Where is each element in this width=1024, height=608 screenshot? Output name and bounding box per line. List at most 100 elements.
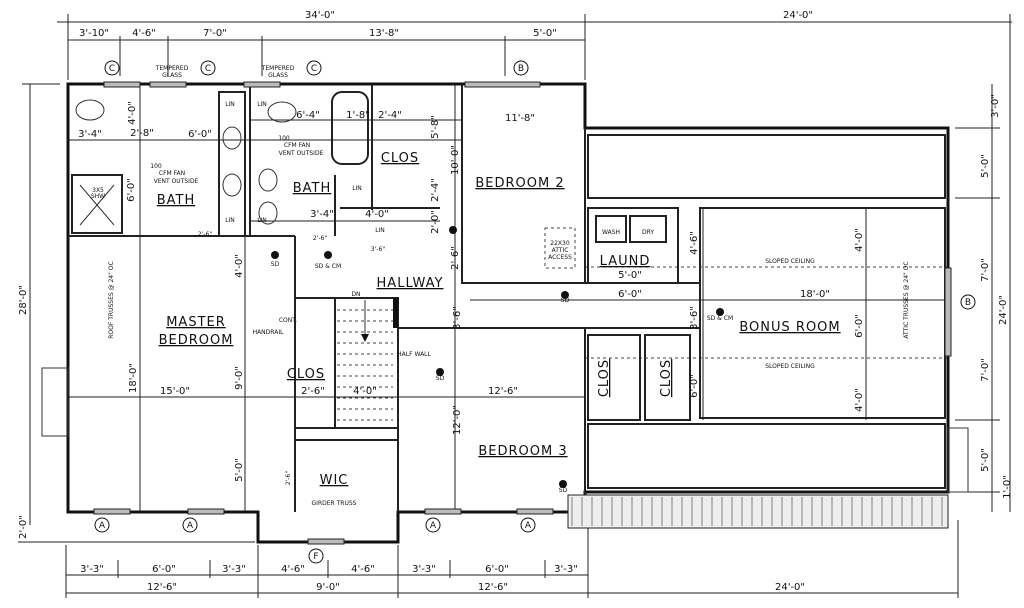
dimension-lines bbox=[18, 14, 1012, 598]
note-label: GLASS bbox=[268, 72, 288, 79]
room-label: HALLWAY bbox=[377, 276, 444, 291]
note-label: SD & CM bbox=[707, 315, 733, 322]
room-label: LAUND bbox=[600, 254, 651, 269]
dimension-label: 3'-6" bbox=[371, 246, 385, 253]
smoke-detector-icon bbox=[436, 368, 444, 376]
dimension-label: 7'-0" bbox=[980, 258, 991, 282]
room-label: BATH bbox=[157, 193, 196, 208]
room-label: CLOS bbox=[381, 151, 419, 166]
note-label: GLASS bbox=[162, 72, 182, 79]
dimension-label: 9'-0" bbox=[234, 366, 245, 390]
dimension-label: 4'-0" bbox=[234, 254, 245, 278]
smoke-detector-icon bbox=[716, 308, 724, 316]
room-label: BATH bbox=[293, 181, 332, 196]
dimension-label: 6'-0" bbox=[485, 564, 509, 575]
dimension-label: 12'-6" bbox=[147, 582, 177, 593]
note-label: DRY bbox=[642, 229, 654, 236]
dimension-label: 2'-0" bbox=[18, 515, 29, 539]
dimension-label: 12'-0" bbox=[452, 405, 463, 435]
smoke-detector-icon bbox=[324, 251, 332, 259]
dimension-label: 10'-0" bbox=[450, 145, 461, 175]
dimension-label: 4'-6" bbox=[351, 564, 375, 575]
note-label: LIN bbox=[352, 185, 362, 192]
dimension-label: 34'-0" bbox=[305, 10, 335, 21]
dimension-label: 2'-4" bbox=[378, 110, 402, 121]
room-label: WIC bbox=[320, 473, 349, 488]
dimension-label: 5'-0" bbox=[980, 154, 991, 178]
note-label: LIN bbox=[257, 217, 267, 224]
note-label: WASH bbox=[602, 229, 620, 236]
note-label: ATTIC TRUSSES @ 24" OC bbox=[903, 261, 910, 338]
dimension-label: 2'-4" bbox=[430, 178, 441, 202]
dimension-label: 4'-0" bbox=[854, 228, 865, 252]
dimension-label: 11'-8" bbox=[505, 113, 535, 124]
note-label: ROOF TRUSSES @ 24" OC bbox=[108, 261, 115, 338]
note-label: HANDRAIL bbox=[253, 329, 285, 336]
dimension-label: 6'-0" bbox=[618, 289, 642, 300]
note-label: SHW bbox=[91, 193, 105, 200]
window-tag-circle bbox=[94, 517, 110, 533]
window-tag-circle bbox=[425, 517, 441, 533]
window-tag: B bbox=[965, 298, 971, 308]
note-label: SD bbox=[271, 261, 280, 268]
note-label: ACCESS bbox=[548, 254, 572, 261]
dimension-label: 15'-0" bbox=[160, 386, 190, 397]
walls bbox=[41, 82, 969, 544]
dimension-label: 3'-4" bbox=[310, 209, 334, 220]
note-label: LIN bbox=[375, 227, 385, 234]
dimension-label: 4'-6" bbox=[281, 564, 305, 575]
window-tag-circle bbox=[520, 517, 536, 533]
window-tag: C bbox=[109, 64, 115, 74]
dimension-label: 2'-6" bbox=[450, 246, 461, 270]
dimension-label: 18'-0" bbox=[128, 363, 139, 393]
window-tag-circle bbox=[306, 60, 322, 76]
note-label: SLOPED CEILING bbox=[765, 363, 815, 370]
half-wall bbox=[393, 298, 398, 328]
note-label: SD bbox=[436, 375, 445, 382]
dimension-label: 12'-6" bbox=[478, 582, 508, 593]
room-label: BEDROOM bbox=[159, 333, 234, 348]
window-tag: F bbox=[313, 552, 318, 562]
dimension-label: 5'-8" bbox=[430, 115, 441, 139]
dimension-label: 3'-6" bbox=[452, 306, 463, 330]
dimension-label: 4'-0" bbox=[365, 209, 389, 220]
note-label: 3X5 bbox=[92, 187, 104, 194]
dimension-label: 5'-0" bbox=[618, 270, 642, 281]
window-tag-circle bbox=[104, 60, 120, 76]
dimension-label: 3'-4" bbox=[78, 129, 102, 140]
smoke-detector-icon bbox=[559, 480, 567, 488]
note-label: CFM FAN bbox=[159, 170, 185, 177]
window-tag-circle bbox=[308, 548, 324, 564]
dimension-label: 24'-0" bbox=[775, 582, 805, 593]
dimension-label: 1'-8" bbox=[346, 110, 370, 121]
dimension-label: 2'-0" bbox=[430, 210, 441, 234]
dimension-label: 2'-6" bbox=[198, 231, 212, 238]
dimension-label: 6'-0" bbox=[126, 178, 137, 202]
window-tag-circle bbox=[960, 294, 976, 310]
dimension-label: 13'-8" bbox=[369, 28, 399, 39]
dimension-label: 18'-0" bbox=[800, 289, 830, 300]
note-label: SD bbox=[559, 487, 568, 494]
note-label: LIN bbox=[225, 101, 235, 108]
note-label: 100 bbox=[150, 163, 162, 170]
porch-hatch bbox=[567, 494, 949, 529]
note-label: SD & CM bbox=[315, 263, 341, 270]
window-tag: C bbox=[205, 64, 211, 74]
note-label: 100 bbox=[278, 135, 290, 142]
dimension-label: 6'-0" bbox=[152, 564, 176, 575]
dimension-label: 3'-0" bbox=[990, 94, 1001, 118]
window-tag: A bbox=[99, 521, 106, 531]
note-label: SD bbox=[561, 297, 570, 304]
dimension-label: 3'-6" bbox=[689, 306, 700, 330]
dimension-label: 9'-0" bbox=[316, 582, 340, 593]
note-label: LIN bbox=[225, 217, 235, 224]
dimension-label: 5'-0" bbox=[234, 458, 245, 482]
dimension-label: 3'-10" bbox=[79, 28, 109, 39]
dimension-label: 3'-3" bbox=[554, 564, 578, 575]
window-tag: A bbox=[187, 521, 194, 531]
note-label: DN bbox=[351, 291, 360, 298]
dimension-label: 6'-0" bbox=[854, 314, 865, 338]
smoke-detector-icon bbox=[271, 251, 279, 259]
